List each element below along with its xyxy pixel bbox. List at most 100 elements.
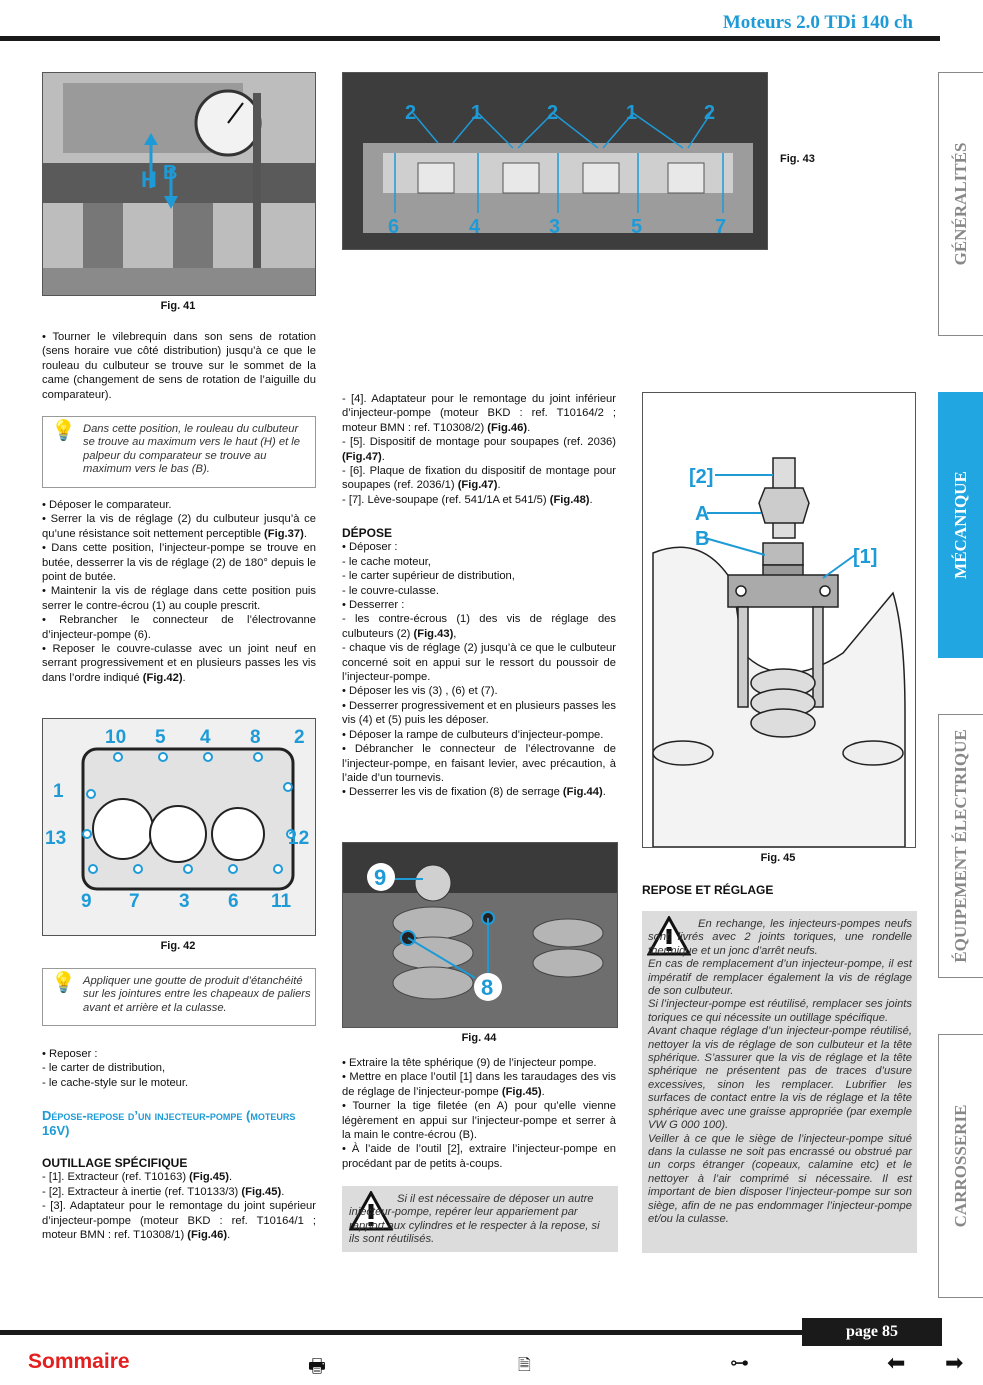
figure-label: 8: [250, 727, 261, 748]
subheading: DÉPOSE: [342, 526, 393, 540]
figure-label: 7: [715, 216, 726, 238]
section-title: Dépose-repose d’un injecteur-pompe (mote…: [42, 1108, 296, 1138]
figure-label: 7: [129, 891, 140, 912]
paragraph: • Maintenir la vis de réglage dans cette…: [42, 585, 316, 612]
tip-note: 💡 Dans cette position, le rouleau du cul…: [42, 416, 316, 488]
tab-carrosserie[interactable]: CARROSSERIE: [938, 1034, 983, 1298]
tab-equipement-electrique[interactable]: ÉQUIPEMENT ÉLECTRIQUE: [938, 714, 983, 978]
figure-caption: Fig. 42: [160, 940, 196, 952]
header-title: Moteurs 2.0 TDi 140 ch: [722, 12, 913, 33]
figure-label: 13: [45, 828, 66, 849]
paragraph: • Dans cette position, l’injecteur-pompe…: [42, 542, 316, 584]
paragraph: • Déposer :: [342, 541, 398, 554]
column-2-tools: - [4]. Adaptateur pour le remontage du j…: [342, 393, 616, 506]
warning-text: Si il est nécessaire de déposer un autre…: [349, 1193, 600, 1246]
paragraph: - les contre-écrous (1) des vis de régla…: [342, 613, 616, 640]
paragraph: - le couvre-culasse.: [342, 584, 439, 597]
tab-label: GÉNÉRALITÉS: [951, 142, 970, 266]
figure-label: A: [695, 503, 709, 525]
paragraph: • Tourner le vilebrequin dans son sens d…: [42, 331, 316, 401]
figure-reference: (Fig.45): [501, 1085, 542, 1098]
warning-text: En rechange, les injecteurs-pompes neufs…: [648, 918, 912, 957]
figure-label: [1]: [853, 546, 877, 568]
figure-label: 4: [200, 727, 211, 748]
note-text: Dans cette position, le rouleau du culbu…: [83, 423, 300, 476]
figure-reference: (Fig.47): [457, 479, 498, 492]
tool-item: - [1]. Extracteur (ref. T10163): [42, 1171, 187, 1184]
figure-reference: (Fig.37): [264, 527, 304, 540]
figure-label: H: [141, 167, 157, 192]
column-1-steps: • Déposer le comparateur. • Serrer la vi…: [42, 499, 316, 684]
figure-label: B: [163, 162, 177, 184]
paragraph: • Débrancher le connecteur de l’électrov…: [342, 743, 616, 784]
warning-icon: [647, 916, 691, 956]
paragraph: • Serrer la vis de réglage (2) du culbut…: [42, 513, 316, 540]
figure-reference: (Fig.44): [562, 786, 603, 799]
header-rule: [0, 36, 940, 41]
tool-item: - [2]. Extracteur à inertie (ref. T10133…: [42, 1185, 239, 1198]
figure-label: 6: [228, 891, 239, 912]
figure-label: [2]: [689, 466, 713, 488]
paragraph: • Rebrancher le connecteur de l’électrov…: [42, 614, 316, 641]
figure-label: 9: [374, 865, 386, 890]
figure-label: 2: [294, 727, 305, 748]
page-number: page 85: [802, 1318, 942, 1346]
figure-caption: Fig. 43: [780, 153, 815, 165]
document-search-icon[interactable]: 🗎: [518, 1357, 531, 1374]
footer-rule: [0, 1330, 940, 1335]
warning-icon: [349, 1191, 393, 1231]
warning-note: Si il est nécessaire de déposer un autre…: [342, 1186, 618, 1252]
figure-reference: (Fig.47): [342, 450, 382, 463]
column-1-tools: OUTILLAGE SPÉCIFIQUE - [1]. Extracteur (…: [42, 1156, 316, 1242]
warning-text: Si l’injecteur-pompe est réutilisé, remp…: [648, 998, 912, 1024]
figure-caption: Fig. 44: [461, 1032, 497, 1044]
figure-reference: (Fig.43): [413, 627, 454, 640]
figure-reference: (Fig.42): [142, 671, 183, 684]
paragraph: - le cache moteur,: [342, 555, 431, 568]
figure-reference: (Fig.45): [189, 1171, 229, 1184]
warning-text: Avant chaque réglage d’un injecteur-pomp…: [648, 1025, 912, 1132]
tool-item: - [4]. Adaptateur pour le remontage du j…: [342, 393, 616, 434]
figure-label: 2: [405, 102, 416, 124]
figure-label: 8: [481, 975, 493, 1000]
figure-reference: (Fig.46): [187, 1229, 228, 1242]
binoculars-icon[interactable]: ⊶: [730, 1353, 749, 1374]
column-2-extraction: • Extraire la tête sphérique (9) de l’in…: [342, 1057, 616, 1170]
subheading: OUTILLAGE SPÉCIFIQUE: [42, 1156, 188, 1170]
lightbulb-icon: 💡: [51, 420, 76, 442]
figure-reference: (Fig.48): [549, 493, 590, 506]
figure-reference: (Fig.46): [487, 421, 528, 434]
paragraph: • Desserrer les vis de fixation (8) de s…: [342, 786, 560, 799]
figure-label: 1: [626, 102, 637, 124]
figure-label: 3: [179, 891, 190, 912]
tab-mecanique[interactable]: MÉCANIQUE: [938, 392, 983, 658]
column-2-depose: DÉPOSE • Déposer : - le cache moteur, - …: [342, 526, 616, 799]
figure-label: 12: [288, 828, 309, 849]
figure-43: 2 1 2 1 2 6 4 3 5 7: [342, 72, 768, 250]
figure-45: [2] A B [1]: [642, 392, 916, 848]
figure-42: 10 5 4 8 2 1 13 12 9 7 3 6 11: [42, 718, 316, 936]
subheading: REPOSE ET RÉGLAGE: [642, 883, 774, 897]
print-icon[interactable]: 🖶: [308, 1356, 326, 1377]
figure-label: 3: [549, 216, 560, 238]
arrow-left-icon[interactable]: ⬅: [887, 1350, 906, 1375]
arrow-right-icon[interactable]: ➡: [945, 1350, 964, 1375]
figure-label: 4: [469, 216, 481, 238]
paragraph: • Extraire la tête sphérique (9) de l’in…: [342, 1057, 597, 1069]
paragraph: • Desserrer :: [342, 599, 405, 612]
paragraph: • Mettre en place l’outil [1] dans les t…: [342, 1071, 616, 1098]
sommaire-link[interactable]: Sommaire: [28, 1350, 130, 1373]
column-1-repose: • Reposer : - le carter de distribution,…: [42, 1047, 316, 1090]
warning-text: En cas de remplacement d’un injecteur-po…: [648, 958, 912, 998]
figure-label: 5: [155, 727, 166, 748]
paragraph: - chaque vis de réglage (2) jusqu’à ce q…: [342, 642, 616, 684]
tab-label: MÉCANIQUE: [951, 471, 970, 579]
tab-generalites[interactable]: GÉNÉRALITÉS: [938, 72, 983, 336]
figure-44: 9 8: [342, 842, 618, 1028]
figure-label: 5: [631, 216, 642, 238]
paragraph: • Déposer les vis (3) , (6) et (7).: [342, 685, 498, 698]
figure-41: H B: [42, 72, 316, 296]
paragraph: • Reposer :: [42, 1048, 98, 1060]
lightbulb-icon: 💡: [51, 972, 76, 994]
column-1-intro: • Tourner le vilebrequin dans son sens d…: [42, 330, 316, 402]
